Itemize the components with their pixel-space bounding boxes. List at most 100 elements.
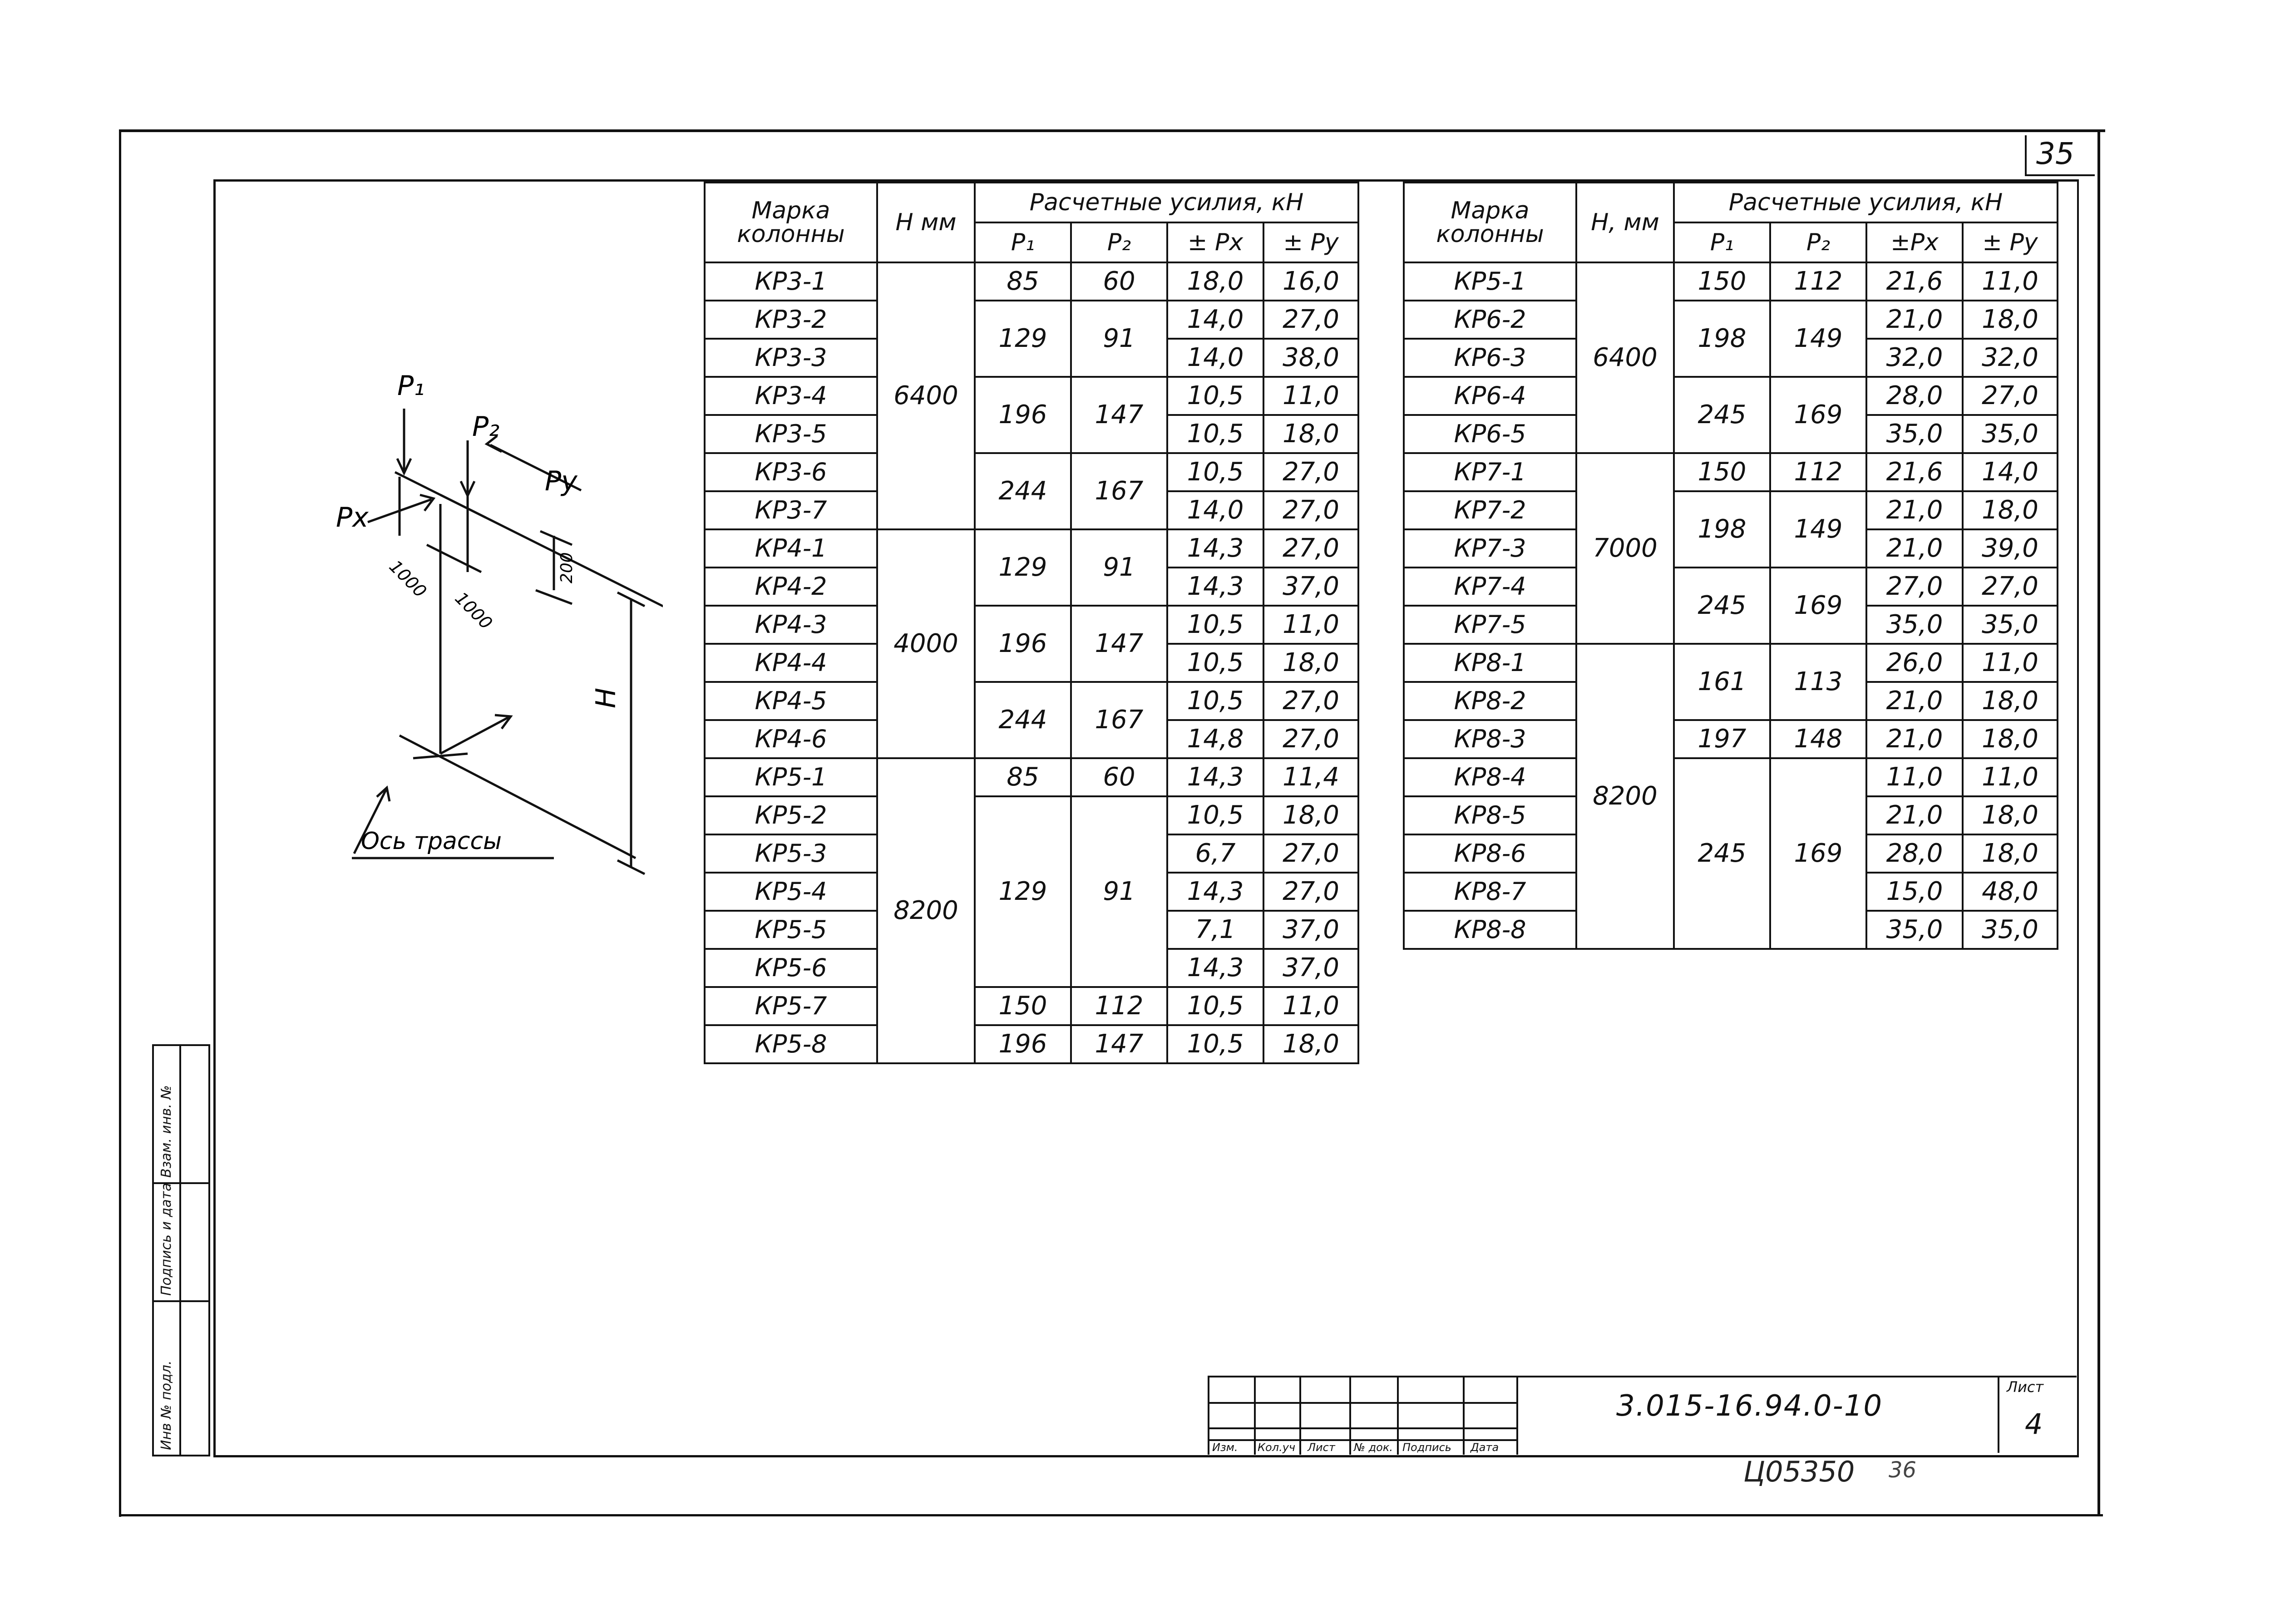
cell-px: 14,0 <box>1166 490 1264 530</box>
cell-py: 27,0 <box>1263 490 1359 530</box>
cell-p2: 91 <box>1070 300 1168 378</box>
px-label: Px <box>336 502 369 533</box>
cell-mark: КР4-3 <box>704 605 878 645</box>
cell-h: 7000 <box>1575 452 1675 645</box>
cell-py: 18,0 <box>1962 719 2058 759</box>
cell-py: 11,4 <box>1263 757 1359 797</box>
sheet-right-border <box>2097 129 2100 1514</box>
cell-py: 11,0 <box>1263 986 1359 1026</box>
sheet-number: 35 <box>2036 136 2074 171</box>
cell-px: 10,5 <box>1166 986 1264 1026</box>
height-label: H <box>590 688 622 708</box>
cell-px: 10,5 <box>1166 681 1264 721</box>
hdr-px: ±Px <box>1865 222 1964 263</box>
cell-py: 27,0 <box>1263 681 1359 721</box>
cell-mark: КР5-8 <box>704 1024 878 1064</box>
cell-h: 6400 <box>876 262 976 530</box>
cell-px: 11,0 <box>1865 757 1964 797</box>
cell-p1: 161 <box>1673 643 1771 721</box>
cell-p2: 149 <box>1769 300 1867 378</box>
cell-px: 6,7 <box>1166 834 1264 874</box>
cell-p1: 196 <box>974 1024 1072 1064</box>
stamp-label-date: Дата <box>1471 1441 1499 1454</box>
py-label: Py <box>545 465 578 497</box>
cell-mark: КР6-4 <box>1403 376 1577 416</box>
cell-px: 18,0 <box>1166 262 1264 301</box>
strip-divider-1 <box>154 1182 208 1184</box>
hdr-mark: Марка колонны <box>704 182 878 263</box>
cell-px: 10,5 <box>1166 643 1264 683</box>
cell-px: 10,5 <box>1166 605 1264 645</box>
cell-p2: 60 <box>1070 757 1168 797</box>
hdr-forces: Расчетные усилия, кН <box>974 182 1359 223</box>
cell-mark: КР8-8 <box>1403 910 1577 950</box>
cell-px: 21,0 <box>1865 490 1964 530</box>
stamp-label-izm: Изм. <box>1212 1441 1238 1454</box>
cell-mark: КР7-4 <box>1403 567 1577 607</box>
cell-px: 21,0 <box>1865 795 1964 835</box>
cell-px: 21,6 <box>1865 452 1964 492</box>
hdr-h: H, мм <box>1575 182 1675 263</box>
cell-p1: 129 <box>974 528 1072 607</box>
cell-p2: 169 <box>1769 376 1867 454</box>
cell-py: 14,0 <box>1962 452 2058 492</box>
cell-px: 10,5 <box>1166 795 1264 835</box>
hdr-py: ± Py <box>1962 222 2058 263</box>
cell-px: 15,0 <box>1865 872 1964 912</box>
cell-mark: КР5-3 <box>704 834 878 874</box>
strip-col-1 <box>154 1046 181 1455</box>
archive-code: Ц05350 <box>1743 1455 1855 1488</box>
list-label: Лист <box>2007 1378 2044 1396</box>
cell-py: 18,0 <box>1263 1024 1359 1064</box>
hdr-h: H мм <box>876 182 976 263</box>
dim-label-3: 200 <box>558 552 576 583</box>
cell-p2: 149 <box>1769 490 1867 568</box>
cell-mark: КР4-5 <box>704 681 878 721</box>
cell-mark: КР8-2 <box>1403 681 1577 721</box>
cell-px: 28,0 <box>1865 376 1964 416</box>
cell-mark: КР5-4 <box>704 872 878 912</box>
cell-py: 18,0 <box>1263 643 1359 683</box>
cell-p1: 244 <box>974 452 1072 530</box>
sheet-number-box <box>2025 135 2095 176</box>
cell-h: 6400 <box>1575 262 1675 454</box>
cell-p1: 196 <box>974 376 1072 454</box>
sheet-outer-border <box>119 129 2105 1517</box>
load-diagram: P₁ P₂ Py Px 1000 1000 200 H Ось трассы <box>336 370 663 875</box>
cell-px: 10,5 <box>1166 452 1264 492</box>
stamp-label-doc: № док. <box>1354 1441 1393 1454</box>
forces-table-right: Марка колонны H, мм Расчетные усилия, кН… <box>1403 182 2058 950</box>
stamp-label-koluch: Кол.уч <box>1258 1441 1296 1454</box>
dim-label-2: 1000 <box>451 588 497 633</box>
cell-mark: КР8-4 <box>1403 757 1577 797</box>
cell-py: 11,0 <box>1962 757 2058 797</box>
cell-mark: КР7-5 <box>1403 605 1577 645</box>
cell-p2: 112 <box>1769 262 1867 301</box>
cell-px: 21,6 <box>1865 262 1964 301</box>
cell-mark: КР8-1 <box>1403 643 1577 683</box>
cell-mark: КР3-6 <box>704 452 878 492</box>
cell-mark: КР8-6 <box>1403 834 1577 874</box>
cell-p1: 198 <box>1673 490 1771 568</box>
cell-mark: КР5-1 <box>1403 262 1577 301</box>
hdr-p2: P₂ <box>1070 222 1168 263</box>
cell-p2: 167 <box>1070 681 1168 759</box>
cell-py: 27,0 <box>1263 452 1359 492</box>
cell-py: 18,0 <box>1962 490 2058 530</box>
cell-px: 21,0 <box>1865 681 1964 721</box>
cell-p2: 169 <box>1769 567 1867 645</box>
